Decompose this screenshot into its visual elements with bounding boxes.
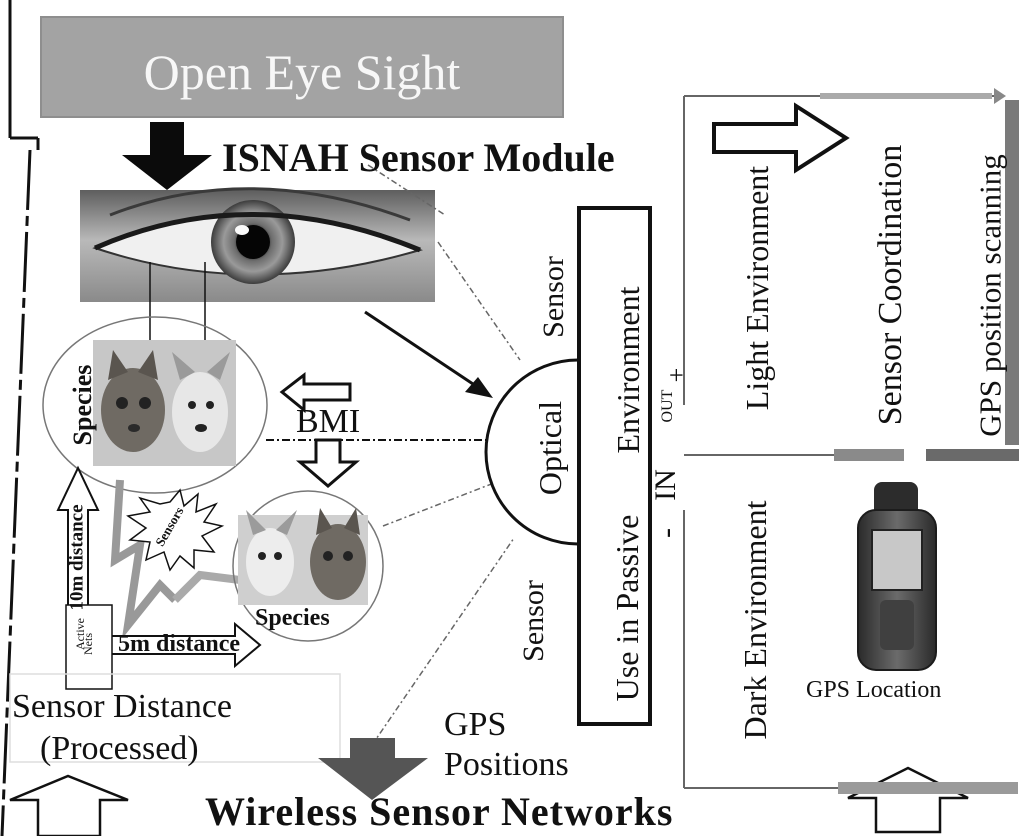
- species-circle-top: [42, 316, 268, 494]
- distance-10m-label: 10m distance: [66, 504, 88, 611]
- active-nets-box: [65, 604, 113, 690]
- gps-location-label: GPS Location: [806, 677, 942, 703]
- plus-sign: +: [662, 367, 691, 383]
- sensor-distance-label: Sensor Distance: [12, 688, 233, 725]
- nets-label: Nets: [81, 633, 95, 655]
- left-border-line: [0, 0, 40, 836]
- sensor-distance-box: [9, 673, 341, 763]
- burst-icon: [126, 488, 225, 572]
- environment-label: Environment: [610, 286, 646, 454]
- title-box: Open Eye Sight: [40, 16, 564, 118]
- positions-label: Positions: [444, 746, 569, 783]
- distance-5m-label: 5m distance: [118, 631, 240, 657]
- footer-title: Wireless Sensor Networks: [205, 789, 674, 834]
- sensor-label-top: Sensor: [537, 256, 570, 338]
- hollow-up-arrow-right: [847, 766, 969, 834]
- module-label: ISNAH Sensor Module: [222, 135, 615, 180]
- dark-environment-label: Dark Environment: [737, 500, 773, 740]
- species-label-bottom: Species: [255, 605, 330, 631]
- sensor-processed-label: (Processed): [40, 730, 199, 767]
- hollow-left-arrow-icon: [279, 371, 352, 414]
- gps-scanning-label: GPS position scanning: [972, 154, 1008, 437]
- down-arrow-icon: [122, 122, 212, 190]
- hollow-up-arrow-left: [9, 774, 129, 836]
- gps-label: GPS: [444, 706, 507, 743]
- out-label: OUT: [659, 389, 676, 423]
- species-label-top: Species: [68, 364, 97, 446]
- hollow-down-arrow-icon: [295, 438, 361, 488]
- use-in-passive-label: Use in Passive: [609, 514, 645, 702]
- species-circle-bottom: [232, 490, 384, 642]
- right-structure: [683, 88, 1019, 794]
- page-title: Open Eye Sight: [143, 44, 461, 100]
- bmi-label: BMI: [296, 403, 361, 440]
- minus-sign: -: [650, 528, 683, 538]
- hollow-right-arrow-icon: [712, 102, 850, 174]
- diagonal-arrow: [364, 310, 493, 398]
- hollow-up-arrow-10m: [56, 465, 100, 633]
- sensor-coordination-label: Sensor Coordination: [872, 144, 909, 426]
- gps-down-arrow-icon: [318, 738, 428, 800]
- sensor-label-bottom: Sensor: [517, 580, 550, 662]
- wireless-zigzag: [110, 479, 241, 640]
- eye-image: [80, 187, 435, 395]
- cat-dog-image: [101, 350, 230, 452]
- optical-label: Optical: [532, 400, 568, 496]
- light-environment-label: Light Environment: [739, 165, 775, 411]
- passive-environment-box: [577, 206, 652, 726]
- in-label: IN: [649, 469, 682, 501]
- gps-device-image: [857, 482, 937, 671]
